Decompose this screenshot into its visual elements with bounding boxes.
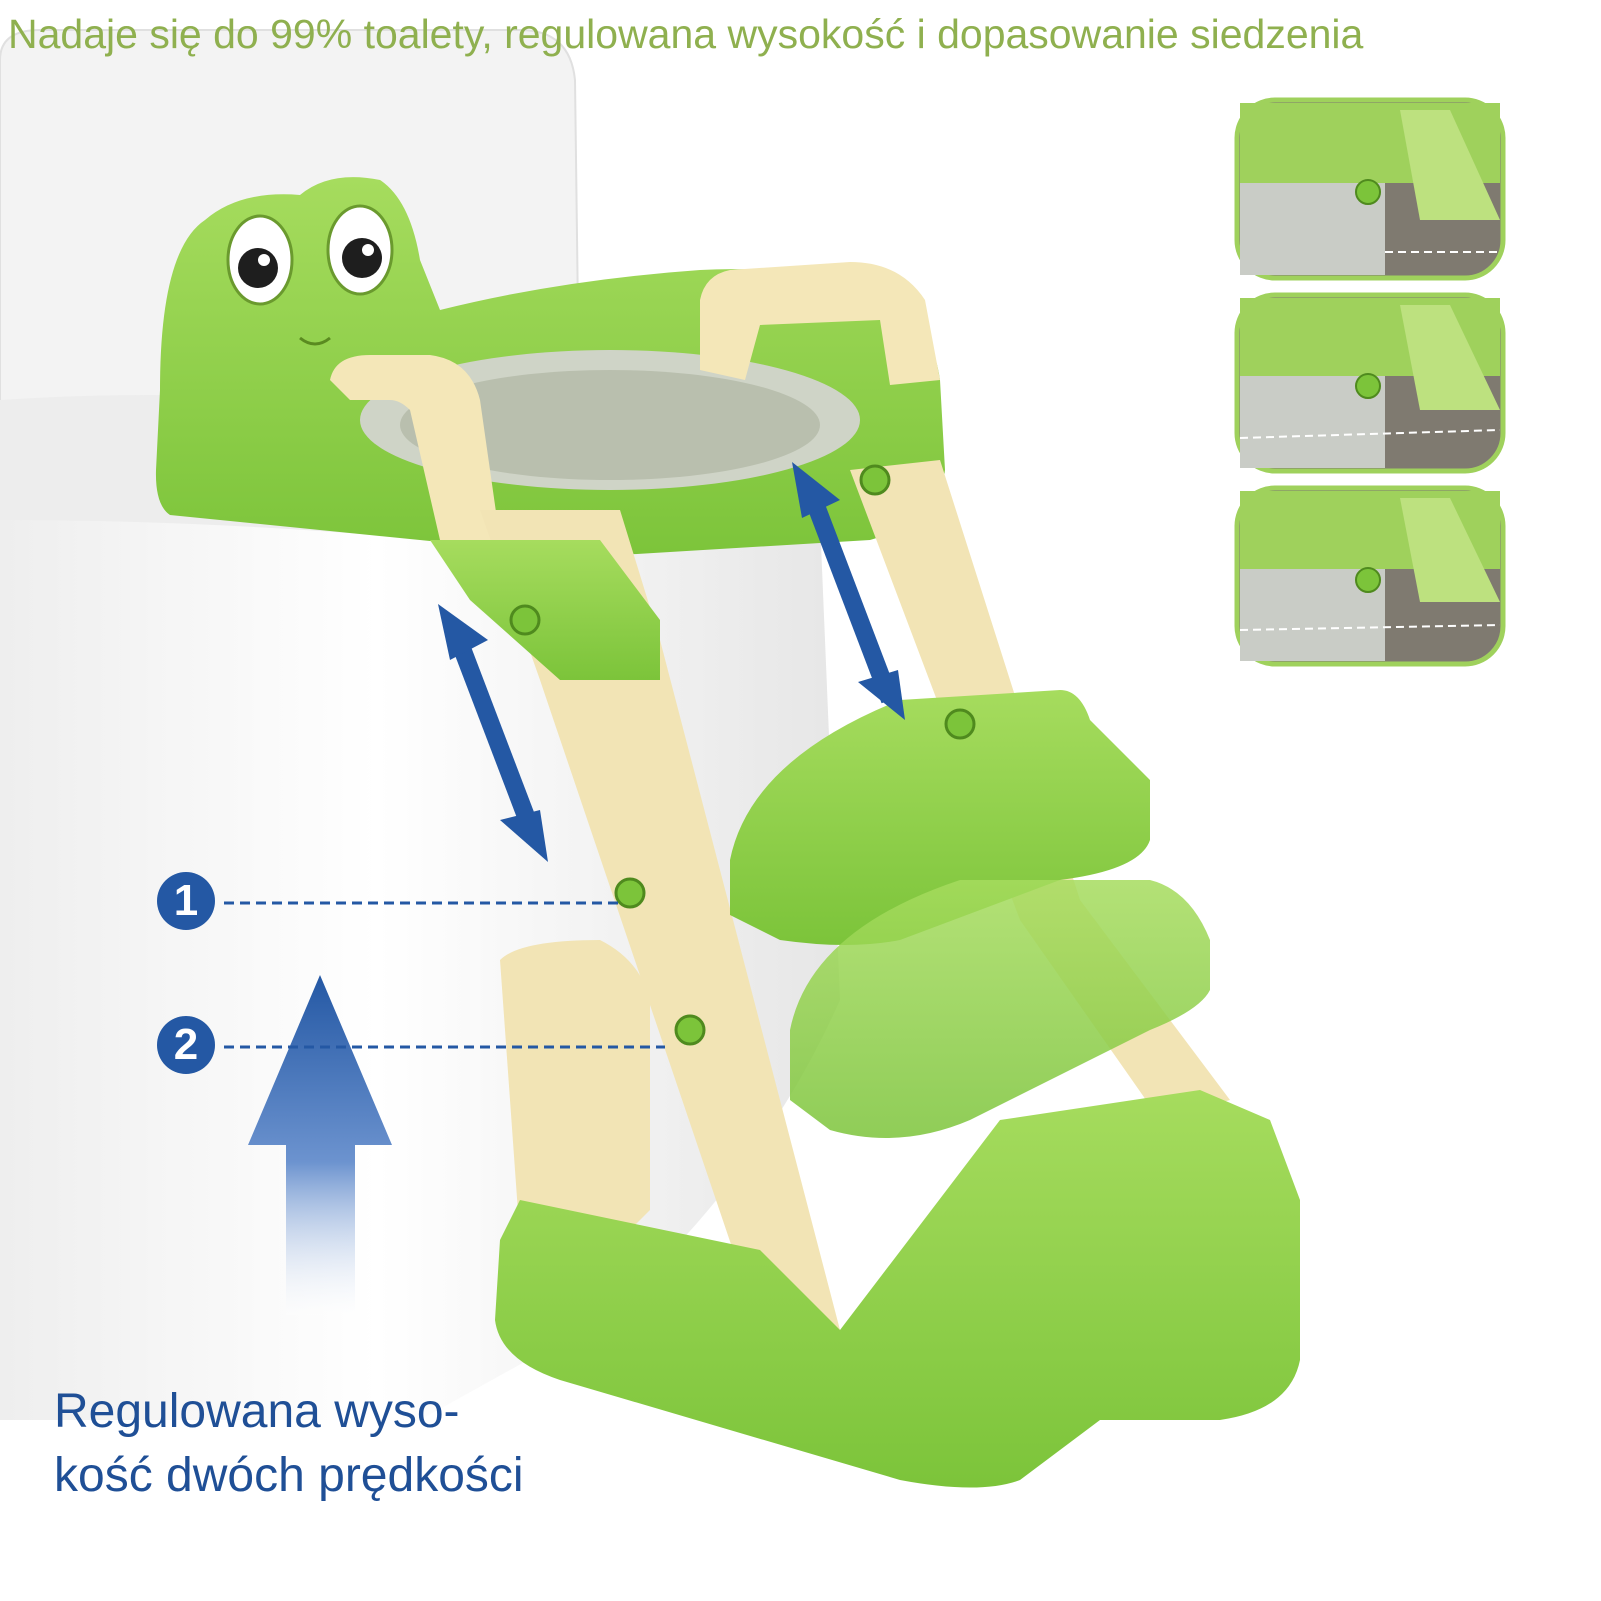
toilet: [0, 29, 840, 1421]
up-arrow-icon: [248, 975, 392, 1315]
double-headed-arrow-icon: [438, 604, 548, 862]
caption-line-2: kość dwóch prędkości: [54, 1449, 524, 1502]
step-base: [495, 1090, 1300, 1488]
detail-thumbnail-1: [1234, 97, 1506, 281]
height-marker-1: 1: [157, 872, 215, 930]
height-marker-2: 2: [157, 1016, 215, 1074]
detail-thumbnail-2: [1234, 292, 1506, 474]
step-lower: [790, 880, 1210, 1138]
marker-lines: [224, 901, 665, 1049]
caption-line-1: Regulowana wyso-: [54, 1385, 460, 1438]
potty-seat: [155, 177, 945, 559]
headline: Nadaje się do 99% toalety, regulowana wy…: [8, 11, 1364, 57]
detail-thumbnail-3: [1234, 485, 1506, 667]
double-headed-arrow-icon: [792, 462, 905, 720]
caption: Regulowana wyso- kość dwóch prędkości: [54, 1380, 654, 1508]
